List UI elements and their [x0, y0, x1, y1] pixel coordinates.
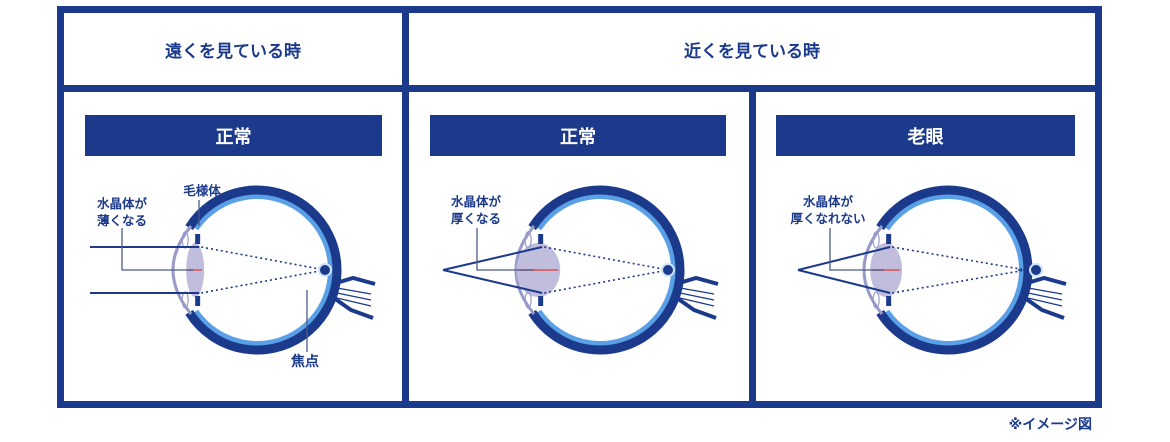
ciliary-muscle-top — [524, 231, 532, 249]
sclera — [876, 185, 1033, 355]
optic-nerve-fiber — [1027, 287, 1063, 295]
iris-bottom — [886, 296, 892, 306]
optic-nerve-fiber — [336, 297, 372, 307]
optic-nerve-bottom — [672, 294, 717, 320]
optic-nerve-top — [332, 275, 376, 286]
optic-nerve-fiber — [679, 297, 715, 307]
diverging-ray-bottom — [797, 269, 891, 294]
eye-far — [90, 185, 376, 355]
optic-nerve-bottom — [329, 294, 374, 320]
lens-label-line1: 水晶体が — [802, 194, 853, 209]
iris-top — [886, 234, 892, 244]
lens-label-line2: 厚くなれない — [790, 211, 866, 226]
focus-label: 焦点 — [291, 354, 319, 370]
focal-point-icon — [318, 263, 332, 277]
diagram-frame — [57, 6, 1102, 408]
header-far: 遠くを見ている時 — [165, 41, 301, 62]
leader-line-lens-near — [476, 228, 535, 271]
header-divider — [57, 85, 1102, 92]
lens-label-line2: 厚くなる — [450, 211, 501, 226]
lens-label-line1: 水晶体が — [96, 196, 147, 211]
focus-ray-top — [544, 246, 669, 271]
optic-nerve-fiber — [336, 287, 372, 295]
focus-ray-bottom — [544, 269, 669, 294]
iris-top — [195, 234, 201, 244]
optic-nerve-fiber — [1027, 297, 1063, 307]
diverging-ray-top — [442, 246, 543, 271]
ciliary-muscle-top — [872, 231, 880, 249]
column-divider-1 — [402, 6, 409, 408]
optic-nerve-fiber — [679, 292, 715, 301]
ciliary-muscle-bottom — [524, 291, 532, 309]
focal-point-icon — [661, 263, 675, 277]
lens-label-presbyopia: 水晶体が 厚くなれない — [782, 193, 874, 227]
panel-title-far-normal: 正常 — [85, 115, 382, 156]
sclera — [528, 185, 685, 355]
optic-nerve-fiber — [336, 292, 372, 301]
optic-nerve-fiber — [679, 287, 715, 295]
focus-ray-top — [892, 246, 1027, 271]
optic-nerve-fiber — [1027, 292, 1063, 301]
panel-title-near-presbyopia: 老眼 — [776, 115, 1075, 156]
column-divider-2 — [749, 88, 756, 408]
lens-label-line2: 薄くなる — [96, 213, 147, 228]
eye-presby — [797, 185, 1067, 355]
leader-line-lens-presbyopia — [829, 228, 885, 271]
focus-ray-top — [201, 246, 326, 271]
image-note: ※イメージ図 — [1008, 417, 1092, 433]
lens-label-near: 水晶体が 厚くなる — [440, 193, 512, 227]
lens-label-far: 水晶体が 薄くなる — [86, 195, 158, 229]
sclera — [185, 185, 342, 355]
ciliary-muscle-bottom — [872, 291, 880, 309]
lens-label-line1: 水晶体が — [450, 194, 501, 209]
diverging-ray-bottom — [442, 269, 543, 294]
optic-nerve-bottom — [1020, 294, 1065, 320]
iris-bottom — [195, 296, 201, 306]
focus-ray-bottom — [201, 269, 326, 294]
header-near: 近くを見ている時 — [684, 41, 820, 62]
leader-line-lens-far — [121, 228, 194, 271]
retina-layer — [193, 193, 334, 347]
eye-near — [442, 185, 719, 355]
iris-top — [538, 234, 544, 244]
focus-ray-bottom — [892, 269, 1027, 294]
retina-layer — [884, 193, 1025, 347]
iris-bottom — [538, 296, 544, 306]
optic-nerve-top — [1023, 275, 1067, 286]
focal-point-icon — [1029, 263, 1043, 277]
ciliary-label: 毛様体 — [183, 183, 221, 198]
panel-title-near-normal: 正常 — [430, 115, 726, 156]
optic-nerve-top — [675, 275, 719, 286]
diverging-ray-top — [797, 246, 891, 271]
